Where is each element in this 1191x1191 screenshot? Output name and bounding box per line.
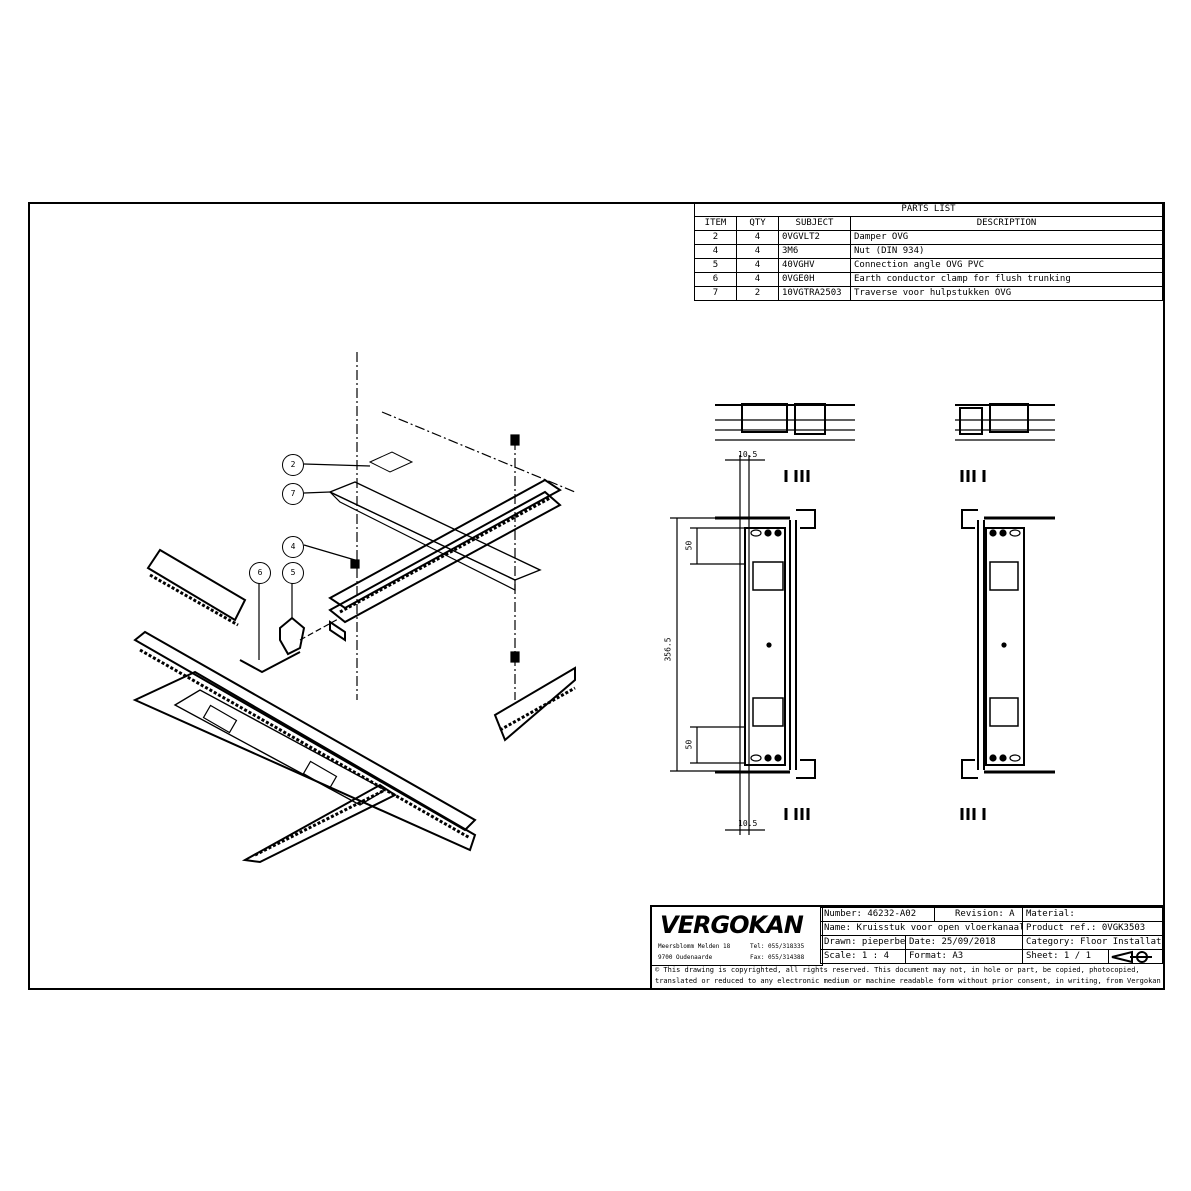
drawing-number: Number: 46232-A02 (820, 907, 935, 922)
category: Category: Floor Installations (1022, 935, 1163, 950)
description: Nut (DIN 934) (850, 244, 1163, 259)
description: Damper OVG (850, 230, 1163, 245)
subject: 40VGHV (778, 258, 851, 273)
title-block: VERGOKAN Meersblomm Melden 18 9700 Ouden… (650, 905, 1163, 988)
header-description: DESCRIPTION (850, 216, 1163, 231)
dim-width-top: 10.5 (738, 450, 758, 459)
qty: 4 (736, 258, 779, 273)
isometric-view (132, 352, 576, 864)
telephone: Tel: 055/318335 (750, 943, 805, 950)
subject: 0VGVLT2 (778, 230, 851, 245)
drawing-name: Name: Kruisstuk voor open vloerkanaal (820, 921, 1023, 936)
sheet: Sheet: 1 / 1 (1022, 949, 1109, 964)
balloon-7: 7 (282, 483, 304, 505)
drawn-by: Drawn: pieperbe (820, 935, 906, 950)
balloon-5: 5 (282, 562, 304, 584)
dim-spacing-bottom: 50 (684, 739, 694, 750)
subject: 0VGE0H (778, 272, 851, 287)
logo-text: VERGOKAN (660, 911, 804, 939)
item: 5 (694, 258, 737, 273)
balloon-2: 2 (282, 454, 304, 476)
projection-symbol-cell (1108, 949, 1163, 964)
dim-length: 356.5 (663, 637, 673, 662)
parts-list-title: PARTS LIST (694, 202, 1163, 217)
item: 4 (694, 244, 737, 259)
subject: 10VGTRA2503 (778, 286, 851, 301)
product-ref: Product ref.: 0VGK3503 (1022, 921, 1163, 936)
fax: Fax: 055/314388 (750, 954, 805, 961)
item: 7 (694, 286, 737, 301)
address-line1: Meersblomm Melden 18 (658, 943, 731, 950)
company-logo: VERGOKAN Meersblomm Melden 18 9700 Ouden… (652, 907, 823, 966)
parts-list: PARTS LIST ITEM QTY SUBJECT DESCRIPTION … (694, 202, 1163, 301)
header-qty: QTY (736, 216, 779, 231)
qty: 4 (736, 272, 779, 287)
qty: 4 (736, 230, 779, 245)
description: Traverse voor hulpstukken OVG (850, 286, 1163, 301)
item: 2 (694, 230, 737, 245)
qty: 4 (736, 244, 779, 259)
subject: 3M6 (778, 244, 851, 259)
description: Connection angle OVG PVC (850, 258, 1163, 273)
qty: 2 (736, 286, 779, 301)
header-item: ITEM (694, 216, 737, 231)
material: Material: (1022, 907, 1163, 922)
address-line2: 9700 Oudenaarde (658, 954, 713, 961)
format: Format: A3 (905, 949, 1023, 964)
side-view (955, 403, 1055, 820)
scale: Scale: 1 : 4 (820, 949, 906, 964)
dim-spacing-top: 50 (684, 540, 694, 551)
drawing-frame (28, 202, 1165, 990)
copyright-notice: © This drawing is copyrighted, all right… (655, 966, 1161, 985)
date: Date: 25/09/2018 (905, 935, 1023, 950)
dim-width-bottom: 10.5 (738, 819, 758, 828)
revision: Revision: A (934, 907, 1023, 922)
header-subject: SUBJECT (778, 216, 851, 231)
balloon-4: 4 (282, 536, 304, 558)
description: Earth conductor clamp for flush trunking (850, 272, 1163, 287)
balloon-6: 6 (249, 562, 271, 584)
parts-list-header: ITEM QTY SUBJECT DESCRIPTION (694, 216, 1163, 231)
front-view (670, 403, 855, 835)
item: 6 (694, 272, 737, 287)
